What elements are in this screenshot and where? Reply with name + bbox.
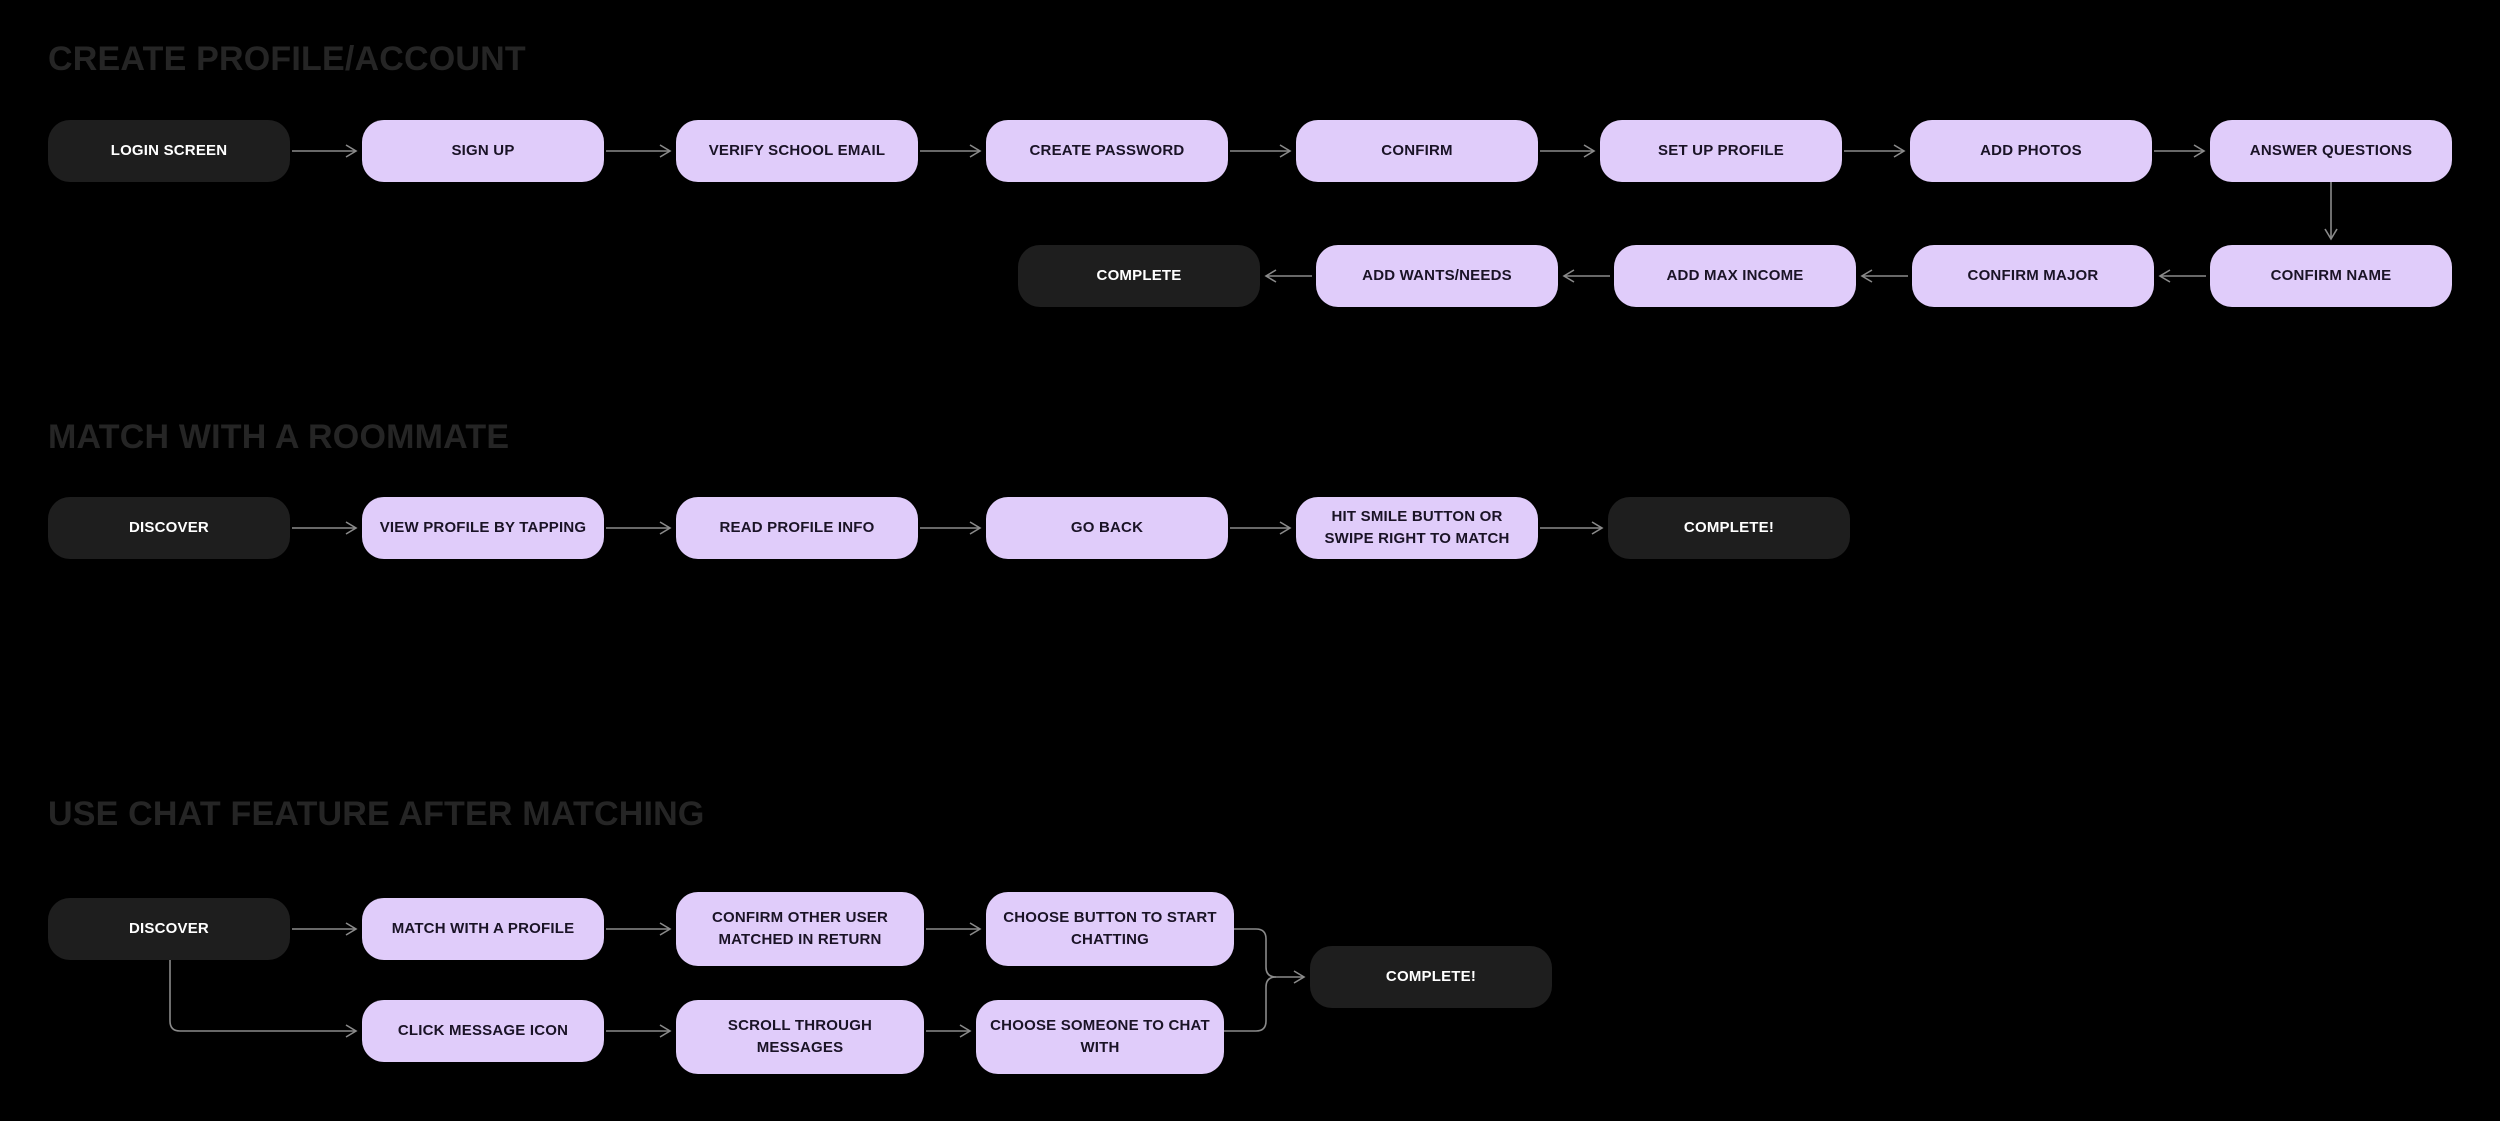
node-add-max-income[interactable]: ADD MAX INCOME bbox=[1614, 245, 1856, 307]
arrow-go-back-to-hit-smile bbox=[1230, 521, 1292, 535]
node-login-screen[interactable]: LOGIN SCREEN bbox=[48, 120, 290, 182]
node-complete-match[interactable]: COMPLETE! bbox=[1608, 497, 1850, 559]
arrow-discover-chat-to-match-profile bbox=[292, 922, 358, 936]
connector-choose-button-to-complete bbox=[1234, 928, 1306, 984]
node-label: SCROLL THROUGH MESSAGES bbox=[727, 1017, 873, 1056]
node-choose-button-to-chat[interactable]: CHOOSE BUTTON TO START CHATTING bbox=[986, 892, 1234, 966]
node-confirm-other-user[interactable]: CONFIRM OTHER USER MATCHED IN RETURN bbox=[676, 892, 924, 966]
arrow-create-password-to-confirm bbox=[1230, 144, 1292, 158]
node-scroll-through-messages[interactable]: SCROLL THROUGH MESSAGES bbox=[676, 1000, 924, 1074]
node-label: ANSWER QUESTIONS bbox=[2249, 142, 2413, 160]
arrow-set-up-profile-to-add-photos bbox=[1844, 144, 1906, 158]
section-title-use-chat-feature-after-matching: USE CHAT FEATURE AFTER MATCHING bbox=[48, 795, 705, 833]
arrow-click-message-icon-to-scroll-messages bbox=[606, 1024, 672, 1038]
node-label: DISCOVER bbox=[129, 920, 209, 938]
node-complete-chat[interactable]: COMPLETE! bbox=[1310, 946, 1552, 1008]
node-label: GO BACK bbox=[1070, 519, 1144, 537]
node-create-password[interactable]: CREATE PASSWORD bbox=[986, 120, 1228, 182]
arrow-scroll-messages-to-choose-someone bbox=[926, 1024, 972, 1038]
arrow-answer-questions-to-confirm-name bbox=[2324, 182, 2338, 241]
node-label: VIEW PROFILE BY TAPPING bbox=[379, 519, 587, 537]
node-click-message-icon[interactable]: CLICK MESSAGE ICON bbox=[362, 1000, 604, 1062]
section-title-match-with-a-roommate: MATCH WITH A ROOMMATE bbox=[48, 418, 510, 456]
node-sign-up[interactable]: SIGN UP bbox=[362, 120, 604, 182]
node-choose-someone-to-chat[interactable]: CHOOSE SOMEONE TO CHAT WITH bbox=[976, 1000, 1224, 1074]
arrow-confirm-major-to-add-max-income bbox=[1860, 269, 1908, 283]
node-label: DISCOVER bbox=[129, 519, 209, 537]
node-label: COMPLETE! bbox=[1683, 519, 1775, 537]
node-label: READ PROFILE INFO bbox=[719, 519, 875, 537]
node-label: COMPLETE! bbox=[1385, 968, 1477, 986]
node-complete-profile[interactable]: COMPLETE bbox=[1018, 245, 1260, 307]
node-read-profile-info[interactable]: READ PROFILE INFO bbox=[676, 497, 918, 559]
node-label: MATCH WITH A PROFILE bbox=[391, 920, 575, 938]
node-label: SIGN UP bbox=[451, 142, 515, 160]
node-add-photos[interactable]: ADD PHOTOS bbox=[1910, 120, 2152, 182]
node-confirm-major[interactable]: CONFIRM MAJOR bbox=[1912, 245, 2154, 307]
node-label: ADD PHOTOS bbox=[1980, 142, 2082, 160]
arrow-login-to-signup bbox=[292, 144, 358, 158]
node-label: CONFIRM MAJOR bbox=[1967, 267, 2099, 285]
arrow-discover-to-view-profile bbox=[292, 521, 358, 535]
node-label: ADD WANTS/NEEDS bbox=[1362, 267, 1512, 285]
arrow-verify-to-create-password bbox=[920, 144, 982, 158]
arrow-view-profile-to-read-profile bbox=[606, 521, 672, 535]
node-verify-school-email[interactable]: VERIFY SCHOOL EMAIL bbox=[676, 120, 918, 182]
arrow-add-max-income-to-add-wants-needs bbox=[1562, 269, 1610, 283]
section-title-create-profile-account: CREATE PROFILE/ACCOUNT bbox=[48, 40, 526, 78]
node-label: VERIFY SCHOOL EMAIL bbox=[708, 142, 886, 160]
node-label: HIT SMILE BUTTON OR SWIPE RIGHT TO MATCH bbox=[1324, 508, 1510, 547]
connector-choose-someone-to-complete bbox=[1224, 976, 1277, 1032]
arrow-add-wants-needs-to-complete bbox=[1264, 269, 1312, 283]
node-label: CHOOSE SOMEONE TO CHAT WITH bbox=[990, 1017, 1210, 1056]
node-label: ADD MAX INCOME bbox=[1666, 267, 1804, 285]
arrow-signup-to-verify bbox=[606, 144, 672, 158]
node-add-wants-needs[interactable]: ADD WANTS/NEEDS bbox=[1316, 245, 1558, 307]
node-match-with-a-profile[interactable]: MATCH WITH A PROFILE bbox=[362, 898, 604, 960]
node-label: COMPLETE bbox=[1096, 267, 1182, 285]
node-label: CONFIRM NAME bbox=[2270, 267, 2392, 285]
node-label: CREATE PASSWORD bbox=[1029, 142, 1185, 160]
node-discover-match[interactable]: DISCOVER bbox=[48, 497, 290, 559]
arrow-confirm-to-set-up-profile bbox=[1540, 144, 1596, 158]
arrow-hit-smile-to-complete bbox=[1540, 521, 1604, 535]
node-answer-questions[interactable]: ANSWER QUESTIONS bbox=[2210, 120, 2452, 182]
node-label: CONFIRM bbox=[1381, 142, 1453, 160]
connector-discover-chat-to-click-message-icon bbox=[169, 960, 358, 1038]
arrow-confirm-other-user-to-choose-button bbox=[926, 922, 982, 936]
node-label: CONFIRM OTHER USER MATCHED IN RETURN bbox=[711, 909, 889, 948]
arrow-match-profile-to-confirm-other-user bbox=[606, 922, 672, 936]
arrow-confirm-name-to-confirm-major bbox=[2158, 269, 2206, 283]
node-confirm[interactable]: CONFIRM bbox=[1296, 120, 1538, 182]
node-view-profile-by-tapping[interactable]: VIEW PROFILE BY TAPPING bbox=[362, 497, 604, 559]
node-discover-chat[interactable]: DISCOVER bbox=[48, 898, 290, 960]
node-label: CLICK MESSAGE ICON bbox=[397, 1022, 569, 1040]
node-confirm-name[interactable]: CONFIRM NAME bbox=[2210, 245, 2452, 307]
node-label: SET UP PROFILE bbox=[1658, 142, 1784, 160]
node-hit-smile-button[interactable]: HIT SMILE BUTTON OR SWIPE RIGHT TO MATCH bbox=[1296, 497, 1538, 559]
node-label: LOGIN SCREEN bbox=[110, 142, 228, 160]
node-label: CHOOSE BUTTON TO START CHATTING bbox=[1003, 909, 1217, 948]
node-go-back[interactable]: GO BACK bbox=[986, 497, 1228, 559]
arrow-add-photos-to-answer-questions bbox=[2154, 144, 2206, 158]
node-set-up-profile[interactable]: SET UP PROFILE bbox=[1600, 120, 1842, 182]
arrow-read-profile-to-go-back bbox=[920, 521, 982, 535]
